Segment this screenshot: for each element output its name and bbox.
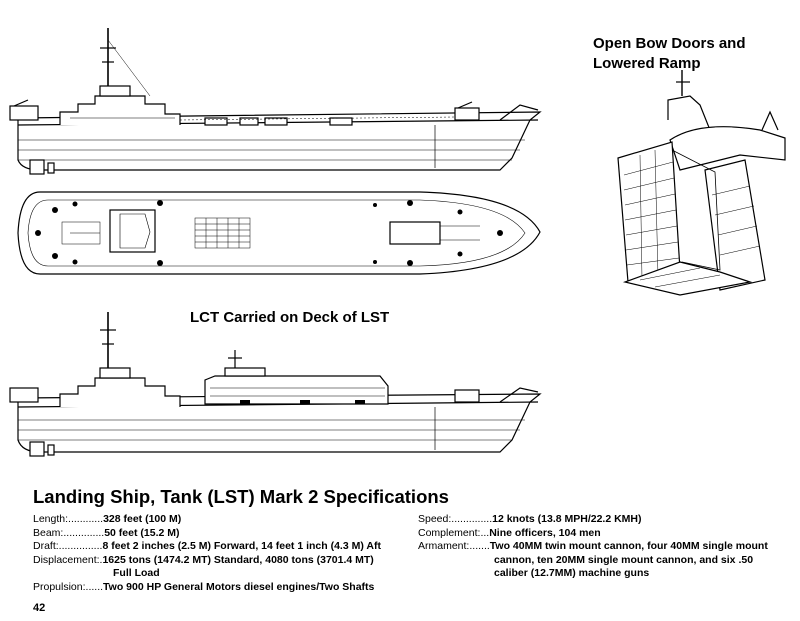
spec-leader: .............. <box>63 526 105 539</box>
lst-with-lct-profile <box>9 312 542 457</box>
lst-side-profile <box>9 28 542 175</box>
spec-leader: ...... <box>85 580 104 593</box>
spec-leader: ... <box>480 526 490 539</box>
spec-value: Nine officers, 104 men <box>489 526 601 539</box>
spec-leader: ....... <box>469 540 490 552</box>
spec-label: Propulsion: <box>33 580 86 593</box>
bow-doors-caption-line1: Open Bow Doors and <box>593 35 746 52</box>
spec-row-armament: Armament:.......Two 40MM twin mount cann… <box>418 540 768 554</box>
spec-row-length: Length:............328 feet (100 M) <box>33 513 381 527</box>
spec-row-draft: Draft:...............8 feet 2 inches (2.… <box>33 540 381 554</box>
spec-value: Two 900 HP General Motors diesel engines… <box>103 580 375 593</box>
spec-label: Length: <box>33 513 69 525</box>
spec-value: 1625 tons (1474.2 MT) Standard, 4080 ton… <box>102 553 374 566</box>
spec-value: cannon, ten 20MM single mount cannon, an… <box>494 553 754 566</box>
specs-left-column: Length:............328 feet (100 M) Beam… <box>33 513 381 594</box>
spec-label: Displacement: <box>33 553 100 566</box>
spec-row-beam: Beam:..............50 feet (15.2 M) <box>33 527 381 541</box>
bow-doors-ramp <box>617 70 786 296</box>
spec-value: 50 feet (15.2 M) <box>104 526 180 539</box>
spec-leader: ............ <box>68 513 104 525</box>
spec-row-speed: Speed:..............12 knots (13.8 MPH/2… <box>418 513 768 527</box>
bow-doors-caption-line2: Lowered Ramp <box>593 55 701 72</box>
spec-label: Armament: <box>418 540 470 552</box>
spec-label: Beam: <box>33 526 64 539</box>
specs-right-column: Speed:..............12 knots (13.8 MPH/2… <box>418 513 768 581</box>
spec-row-armament-cont2: caliber (12.7MM) machine guns <box>418 567 768 581</box>
spec-leader: ............... <box>58 540 103 552</box>
page-number: 42 <box>33 602 46 614</box>
spec-value: 12 knots (13.8 MPH/22.2 KMH) <box>492 513 642 525</box>
lst-plan-view <box>17 191 541 275</box>
spec-label: Speed: <box>418 513 452 525</box>
spec-value: caliber (12.7MM) machine guns <box>494 567 650 579</box>
spec-row-displacement: Displacement:.1625 tons (1474.2 MT) Stan… <box>33 554 381 568</box>
spec-row-armament-cont1: cannon, ten 20MM single mount cannon, an… <box>418 554 768 568</box>
spec-value: Full Load <box>113 567 160 579</box>
specs-title: Landing Ship, Tank (LST) Mark 2 Specific… <box>33 486 449 507</box>
lct-caption: LCT Carried on Deck of LST <box>190 309 390 326</box>
bow-doors-caption: Open Bow Doors and Lowered Ramp <box>593 34 746 74</box>
spec-row-complement: Complement:...Nine officers, 104 men <box>418 527 768 541</box>
spec-value: 8 feet 2 inches (2.5 M) Forward, 14 feet… <box>102 540 381 552</box>
spec-row-displacement-cont: Full Load <box>33 567 381 581</box>
spec-label: Draft: <box>33 540 59 552</box>
spec-leader: .............. <box>451 513 493 525</box>
spec-label: Complement: <box>418 526 481 539</box>
spec-value: 328 feet (100 M) <box>103 513 182 525</box>
spec-leader: . <box>99 553 103 566</box>
spec-value: Two 40MM twin mount cannon, four 40MM si… <box>489 540 768 552</box>
spec-row-propulsion: Propulsion:......Two 900 HP General Moto… <box>33 581 381 595</box>
